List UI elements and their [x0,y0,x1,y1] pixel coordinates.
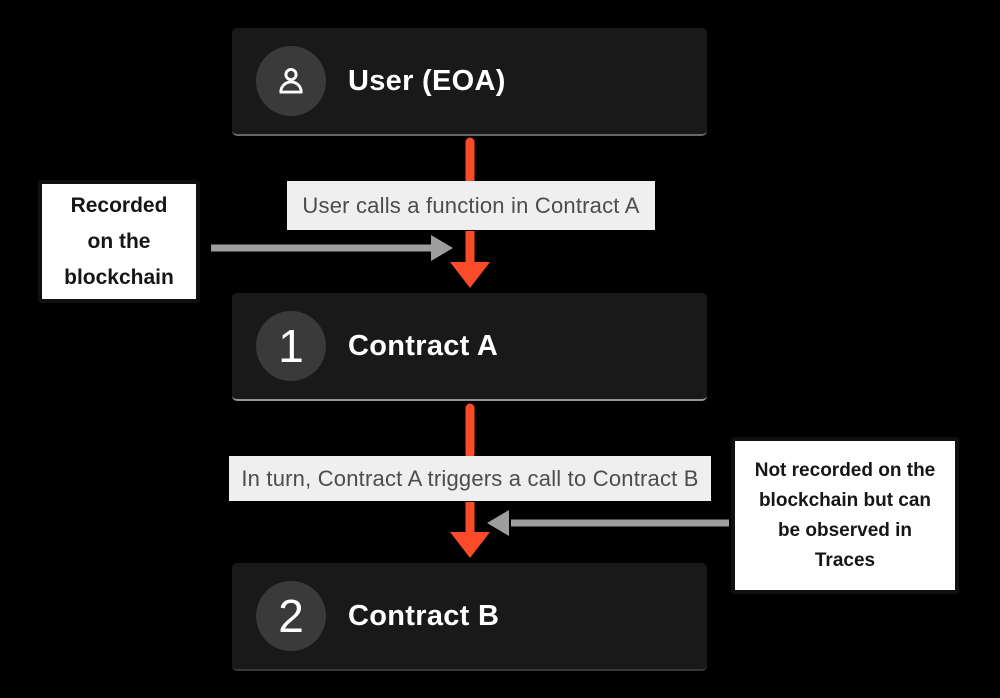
annotation-line: Recorded [70,193,168,217]
traces-annotation-arrowhead [487,510,509,536]
annotation-line: on the [87,229,151,253]
node-user-title: User (EOA) [348,64,506,97]
user-icon [279,68,303,94]
flow-arrowhead-a-to-b [450,532,490,558]
flow-label-call-2: In turn, Contract A triggers a call to C… [229,456,711,501]
annotation-observed-in-traces: Not recorded on the blockchain but can b… [731,437,959,594]
node-contract-b-title: Contract B [348,599,500,632]
node-contract-a: 1 Contract A [232,293,707,401]
node-contract-b: 2 Contract B [232,563,707,671]
flow-arrowhead-user-to-a [450,262,490,288]
annotation-line: blockchain [64,265,174,289]
node-contract-a-title: Contract A [348,329,499,362]
step-badge-2: 2 [256,581,326,651]
annotation-line: blockchain but can [758,489,932,511]
annotation-line: Traces [814,549,876,571]
step-badge-1: 1 [256,311,326,381]
annotation-line: Not recorded on the [754,459,936,481]
user-avatar [256,46,326,116]
node-user-eoa: User (EOA) [232,28,707,136]
annotation-recorded-on-blockchain: Recorded on the blockchain [38,180,200,303]
annotation-line: be observed in [777,519,913,541]
flow-label-call-1: User calls a function in Contract A [287,181,655,230]
recorded-annotation-arrowhead [431,235,453,261]
